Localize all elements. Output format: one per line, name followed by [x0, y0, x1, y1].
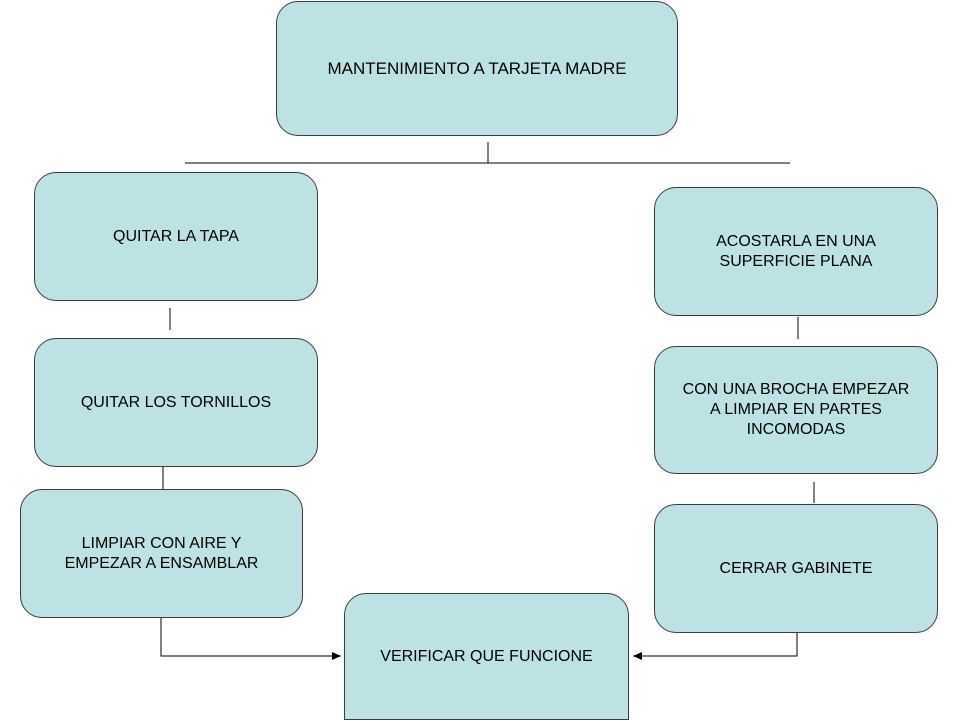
left-arrow-to-verify: [160, 617, 341, 660]
step-quitar-tornillos: QUITAR LOS TORNILLOS: [34, 338, 318, 467]
step-acostarla: ACOSTARLA EN UNA SUPERFICIE PLANA: [654, 187, 938, 316]
right-arrow-to-verify: [633, 632, 798, 660]
step-limpiar-aire: LIMPIAR CON AIRE Y EMPEZAR A ENSAMBLAR: [20, 489, 303, 618]
step-brocha: CON UNA BROCHA EMPEZAR A LIMPIAR EN PART…: [654, 346, 938, 474]
step-verificar: VERIFICAR QUE FUNCIONE: [344, 593, 629, 720]
title-box: MANTENIMIENTO A TARJETA MADRE: [276, 1, 678, 136]
step-cerrar-gabinete: CERRAR GABINETE: [654, 504, 938, 633]
step-quitar-tapa: QUITAR LA TAPA: [34, 172, 318, 301]
